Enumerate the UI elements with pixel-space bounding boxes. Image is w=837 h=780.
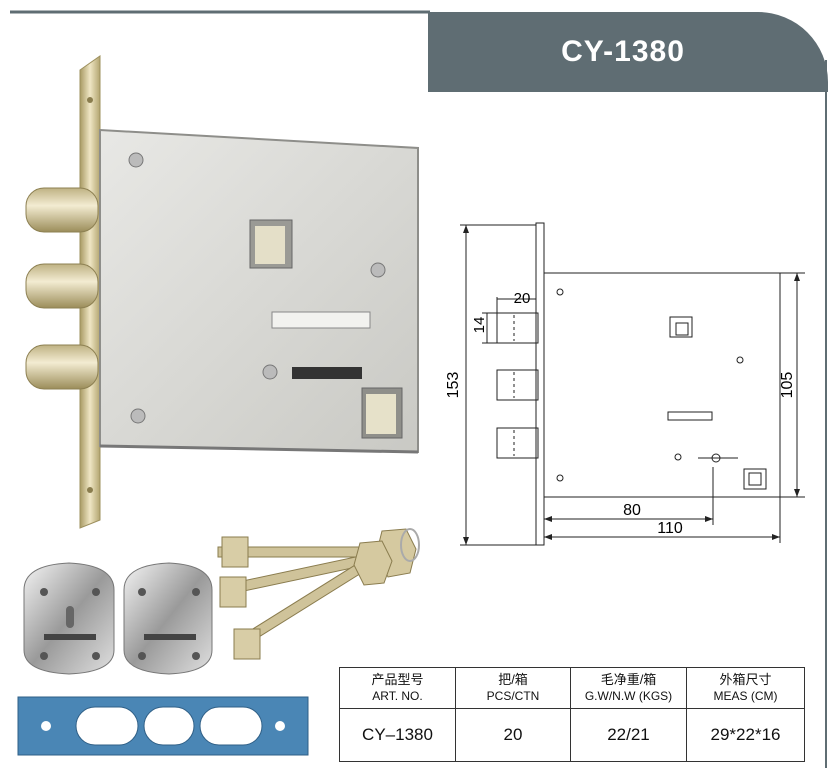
dim-80: 80 <box>623 502 641 519</box>
keys-photo <box>217 528 420 660</box>
cell-pcs-ctn: 20 <box>455 708 571 762</box>
bolts <box>25 187 99 390</box>
strike-plate <box>17 696 309 756</box>
escutcheon-plates <box>23 562 213 675</box>
cell-meas: 29*22*16 <box>686 708 805 762</box>
dim-105: 105 <box>779 372 796 399</box>
dim-20: 20 <box>514 290 531 307</box>
table-row: CY–1380 20 22/21 29*22*16 <box>339 708 805 762</box>
dim-110: 110 <box>657 520 683 537</box>
product-title: CY-1380 <box>561 35 685 68</box>
cell-art-no: CY–1380 <box>339 708 456 762</box>
dim-14: 14 <box>471 317 488 334</box>
title-banner <box>428 12 828 92</box>
technical-drawing: 20 14 153 105 80 110 <box>445 222 805 546</box>
cell-weight: 22/21 <box>570 708 687 762</box>
lock-photo <box>25 55 419 529</box>
dim-153: 153 <box>445 372 462 399</box>
